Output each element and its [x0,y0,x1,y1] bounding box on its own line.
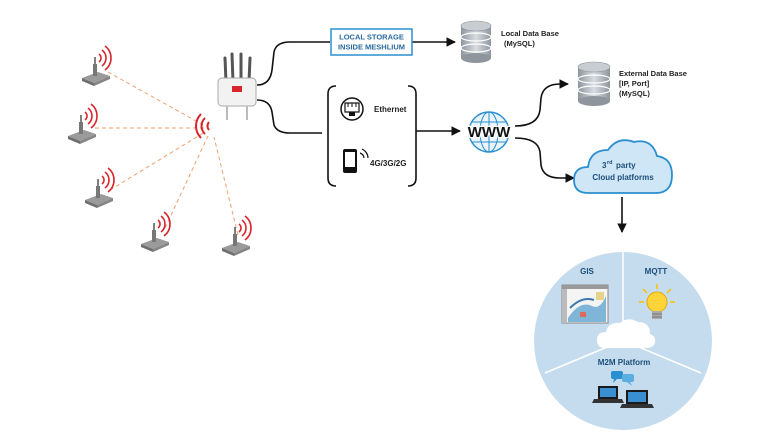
chat-bubbles-icon [611,371,634,386]
cloud-line2: Cloud platforms [592,173,654,182]
lightbulb-icon [639,284,675,319]
external-db-line1: External Data Base [619,69,687,78]
gis-map-icon [561,284,609,324]
mobile-phone-icon [343,148,369,173]
www-label: WWW [468,124,511,141]
cloud-superscript: rd [607,160,613,166]
sensor-node-icon [222,215,252,256]
sensor-node-icon [82,45,112,86]
ethernet-icon [340,97,364,121]
meshlium-router-icon [217,52,257,120]
local-storage-box: LOCAL STORAGE INSIDE MESHLIUM [330,28,413,56]
laptop-icon [592,386,624,403]
router-connectors [256,37,627,233]
sensor-node-icon [68,103,98,144]
storage-line1: LOCAL STORAGE [339,33,404,42]
local-db-line1: Local Data Base [501,29,559,38]
local-database-icon [460,20,492,63]
connection-bracket [327,85,417,187]
storage-line2: INSIDE MESHLIUM [338,43,405,52]
hub-signal-icon [195,113,210,139]
local-db-line2: (MySQL) [504,39,535,48]
www-globe-icon [468,111,510,153]
platform-circle [534,252,712,430]
cloud-platforms-icon [573,139,673,194]
sensor-node-icon [85,167,115,208]
sensor-node-icon [141,211,171,252]
gis-label: GIS [580,267,594,276]
sensor-links [95,71,239,236]
mqtt-label: MQTT [645,267,668,276]
sensor-nodes [68,45,252,256]
cloud-line1: party [616,161,636,170]
external-db-line3: (MySQL) [619,89,650,98]
mobile-label: 4G/3G/2G [370,159,406,168]
ethernet-label: Ethernet [374,105,407,114]
laptop-icon [620,390,654,408]
cloud-number: 3 [602,161,607,170]
m2m-label: M2M Platform [598,358,650,367]
external-db-line2: [IP, Port] [619,79,650,88]
external-database-icon [577,61,611,106]
